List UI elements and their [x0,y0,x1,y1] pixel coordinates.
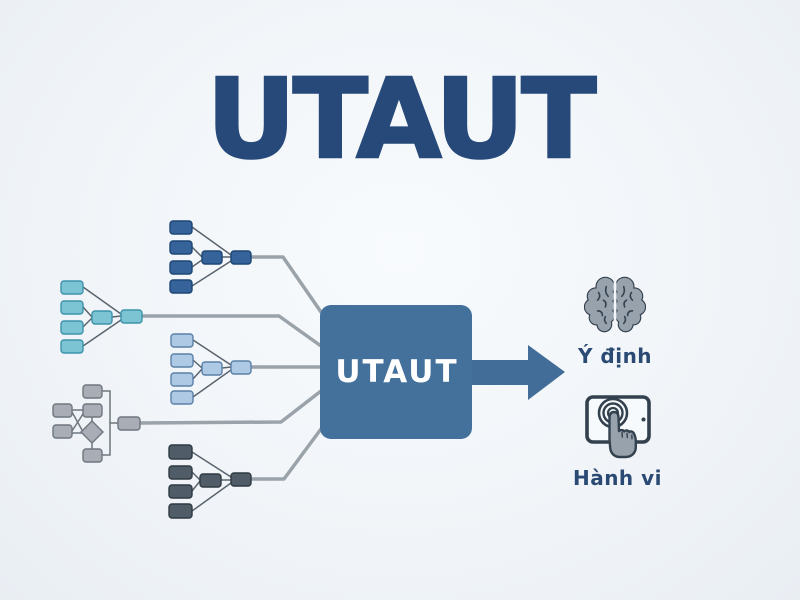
connector-teal [141,314,323,348]
node [199,473,222,488]
node [168,503,193,519]
node [82,448,103,463]
edge [192,369,232,398]
cluster-light-blue [170,333,252,405]
node [168,484,193,499]
node [120,309,143,324]
connector-dark-blue [250,255,323,314]
connector-lines [139,255,324,481]
node [170,372,194,387]
edge [191,482,232,512]
node [117,416,141,431]
edge [71,411,83,431]
edge [192,359,203,369]
cluster-dark-blue [169,220,252,294]
node [60,300,84,315]
hemisphere-gap [613,275,617,333]
center-box-shape [320,305,472,439]
touch-tablet-icon [585,395,651,459]
edge [191,246,203,258]
brain-folds [596,285,634,325]
node [169,260,193,275]
node [52,424,73,439]
edge [101,390,111,456]
node [201,361,223,376]
node [170,333,194,348]
arrow-head [528,345,565,400]
edge [221,366,232,369]
pointing-hand [608,410,637,459]
arrow-shaft [466,360,530,385]
edge [82,319,122,347]
edge [191,451,232,478]
node [170,390,194,405]
node [169,240,193,255]
node [169,220,193,235]
edge [192,339,232,366]
node [82,403,103,418]
node [230,250,252,265]
behavior-label: Hành vi [572,466,663,490]
edge [191,259,203,268]
edge [82,286,122,315]
edge [82,317,93,328]
page-title: UTAUT [205,55,597,183]
node [60,339,84,354]
connector-gray [139,389,323,425]
output-arrow [466,345,565,400]
node [230,472,252,487]
cluster-slate [168,444,252,519]
edge [191,226,232,256]
node [168,465,193,480]
node [52,403,73,418]
node [230,360,252,375]
edge [191,471,201,481]
node [201,250,223,265]
node [60,320,84,335]
edge [82,306,93,318]
cluster-gray-flowchart [52,384,141,463]
node [168,444,193,460]
utaut-center-box: UTAUT [320,305,472,439]
node [170,353,194,368]
edge [191,260,232,287]
center-box-label: UTAUT [335,354,458,390]
decision-diamond [80,420,104,444]
connector-slate [250,427,323,481]
node [91,310,113,325]
node [60,280,84,295]
edge [192,368,203,380]
node [82,384,103,399]
brain-icon [584,275,646,333]
cluster-teal [60,280,143,354]
intention-label: Ý định [577,344,653,368]
node [169,279,193,294]
tablet-button [641,417,646,422]
edge [111,315,122,318]
edge [191,480,201,492]
